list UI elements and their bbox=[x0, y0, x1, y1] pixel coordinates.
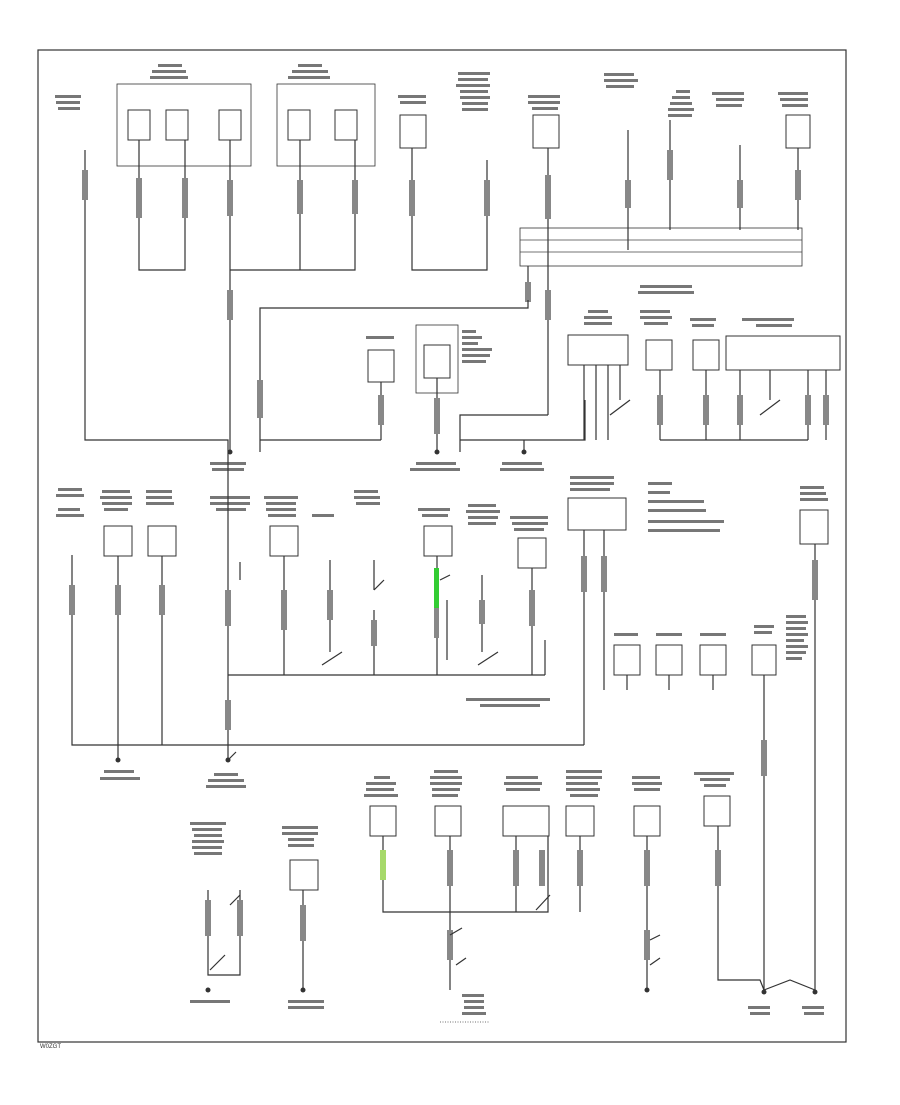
legend bbox=[648, 482, 724, 532]
component-box bbox=[287, 109, 311, 141]
ground-points-left bbox=[100, 698, 550, 788]
component-box bbox=[799, 509, 829, 545]
component-box bbox=[423, 525, 453, 557]
component-box bbox=[218, 109, 242, 141]
component-box bbox=[703, 795, 731, 827]
middle-band bbox=[210, 300, 586, 471]
component-box bbox=[289, 859, 319, 891]
component-box bbox=[103, 525, 133, 557]
component-box bbox=[751, 644, 777, 676]
component-box bbox=[565, 805, 595, 837]
relay-boxes-right bbox=[613, 615, 808, 990]
diagram-code: W0ZGT bbox=[40, 1044, 61, 1050]
component-box bbox=[369, 805, 397, 837]
second-component-row bbox=[56, 452, 829, 992]
component-box bbox=[502, 805, 550, 837]
component-box bbox=[725, 335, 841, 371]
component-box bbox=[532, 114, 560, 149]
component-box bbox=[785, 114, 811, 149]
component-box bbox=[147, 525, 177, 557]
component-box bbox=[567, 334, 629, 366]
component-box bbox=[699, 644, 727, 676]
bottom-component-row bbox=[190, 770, 824, 1023]
component-box bbox=[367, 349, 395, 383]
top-component-row bbox=[55, 64, 811, 167]
component-box bbox=[434, 805, 462, 837]
component-box bbox=[334, 109, 358, 141]
right-middle-modules bbox=[567, 310, 841, 441]
diagram-frame bbox=[37, 49, 847, 1043]
component-box bbox=[692, 339, 720, 371]
component-box bbox=[633, 805, 661, 837]
component-box bbox=[423, 344, 451, 379]
component-box bbox=[269, 525, 299, 557]
component-box bbox=[655, 644, 683, 676]
component-box bbox=[645, 339, 673, 371]
component-box bbox=[127, 109, 151, 141]
component-box bbox=[613, 644, 641, 676]
component-box bbox=[165, 109, 189, 141]
component-box bbox=[517, 537, 547, 569]
component-box bbox=[567, 497, 627, 531]
component-box bbox=[399, 114, 427, 149]
top-row-wires bbox=[82, 120, 801, 452]
highlight-wire-segment bbox=[434, 568, 439, 608]
